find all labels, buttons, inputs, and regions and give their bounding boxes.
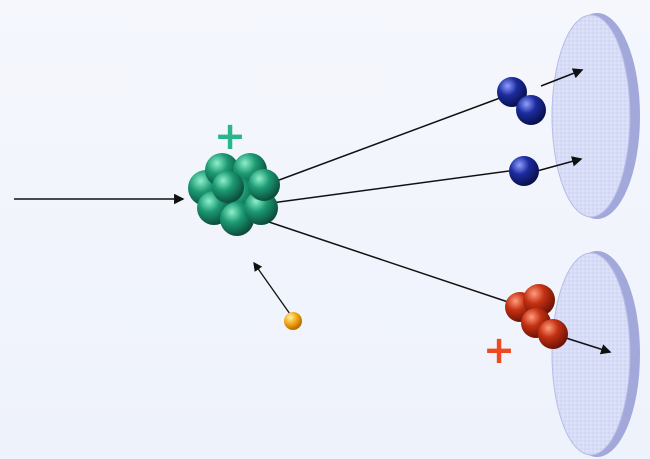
red-charge-plus-icon: +: [483, 328, 515, 372]
yellow-particle-arrow: [253, 261, 291, 315]
upper-detector-plate: [551, 13, 640, 219]
green-charge-plus-icon: +: [214, 114, 246, 158]
middle-fragment-track: [263, 169, 517, 205]
upper-blue-fragment: [497, 77, 546, 125]
middle-exit-arrow: [536, 156, 583, 172]
lower-exit-arrow: [565, 337, 612, 355]
upper-exit-arrow: [540, 68, 584, 87]
middle-blue-fragment: [509, 156, 539, 186]
lower-detector-plate: [551, 251, 640, 457]
upper-fragment-track: [262, 94, 509, 187]
yellow-particle: [284, 312, 302, 330]
green-nucleus-cluster: [188, 153, 280, 236]
lower-fragment-track: [265, 220, 512, 304]
red-fragment: [505, 284, 568, 349]
